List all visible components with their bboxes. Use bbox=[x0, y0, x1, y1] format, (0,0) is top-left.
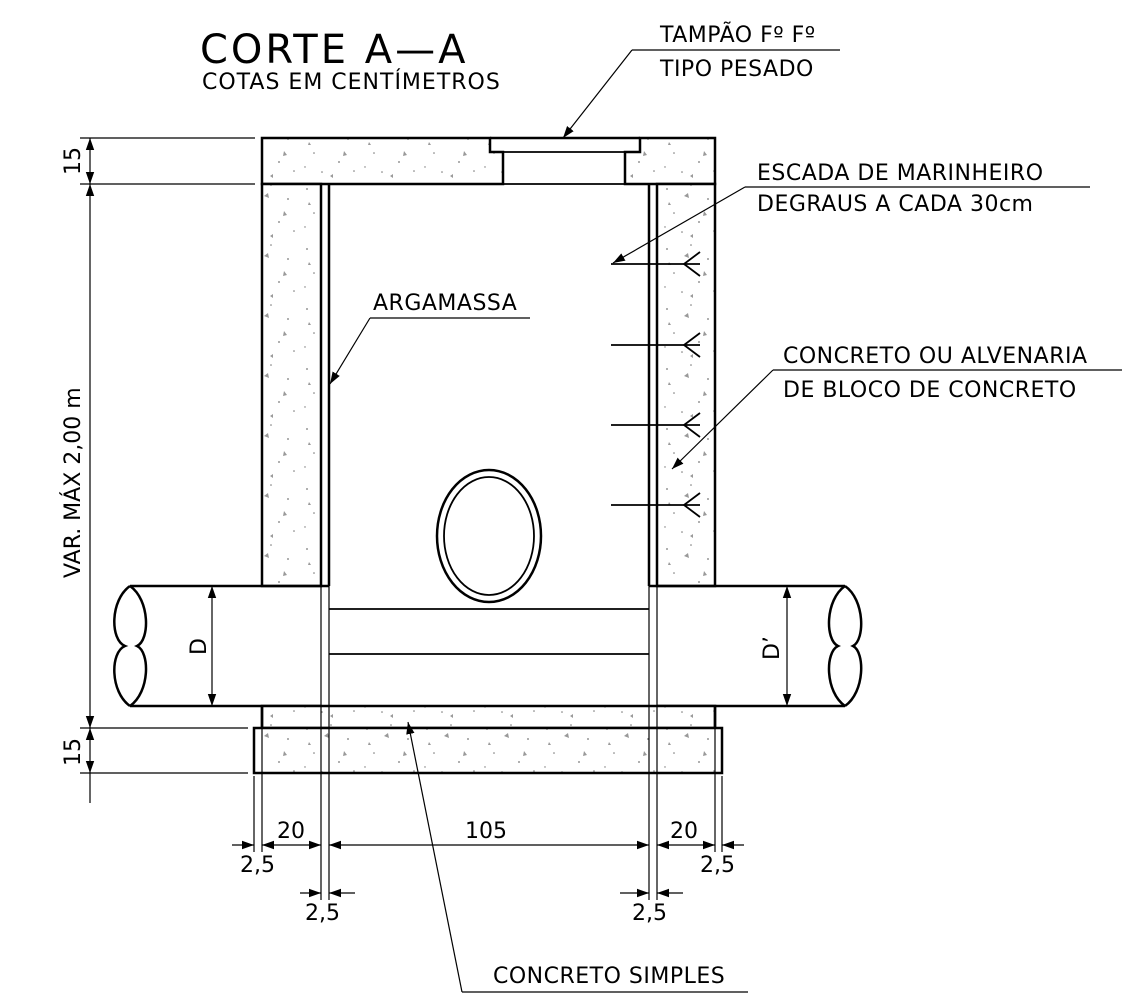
label-concreto-2: DE BLOCO DE CONCRETO bbox=[783, 378, 1077, 403]
ladder-rungs bbox=[611, 251, 701, 518]
horizontal-dimensions bbox=[232, 728, 744, 900]
top-slab bbox=[260, 136, 505, 186]
dim-pipe-left: D bbox=[187, 638, 212, 655]
dim-bottom-slab: 15 bbox=[61, 738, 86, 766]
dim-offset-right: 2,5 bbox=[700, 853, 735, 878]
pipe-opening bbox=[435, 468, 543, 604]
label-escada-1: ESCADA DE MARINHEIRO bbox=[757, 161, 1044, 186]
vertical-dimensions bbox=[80, 137, 255, 803]
dim-height: VAR. MÁX 2,00 m bbox=[60, 387, 86, 578]
label-escada-2: DEGRAUS A CADA 30cm bbox=[757, 192, 1033, 217]
label-concreto-1: CONCRETO OU ALVENARIA bbox=[783, 344, 1088, 369]
drawing-title: CORTE A—A bbox=[200, 27, 468, 73]
label-tampao-2: TIPO PESADO bbox=[659, 57, 814, 82]
label-argamassa: ARGAMASSA bbox=[373, 291, 517, 316]
top-slab-right bbox=[623, 136, 717, 186]
dim-plaster-right: 2,5 bbox=[632, 901, 667, 926]
dim-offset-left: 2,5 bbox=[240, 853, 275, 878]
right-pipe bbox=[649, 584, 863, 708]
dim-plaster-left: 2,5 bbox=[305, 901, 340, 926]
bottom-slab bbox=[252, 726, 724, 775]
left-wall bbox=[260, 182, 323, 588]
dim-wall-right: 20 bbox=[670, 819, 698, 844]
base-fill bbox=[260, 704, 717, 730]
dim-wall-left: 20 bbox=[277, 819, 305, 844]
right-wall bbox=[655, 182, 717, 588]
left-pipe bbox=[113, 584, 329, 708]
label-concreto-simples: CONCRETO SIMPLES bbox=[493, 964, 725, 989]
dim-interior: 105 bbox=[465, 819, 507, 844]
drawing-subtitle: COTAS EM CENTÍMETROS bbox=[202, 69, 501, 95]
dim-pipe-right: D’ bbox=[760, 636, 785, 660]
label-tampao-1: TAMPÃO Fº Fº bbox=[659, 21, 816, 48]
dim-top-slab: 15 bbox=[61, 147, 86, 175]
